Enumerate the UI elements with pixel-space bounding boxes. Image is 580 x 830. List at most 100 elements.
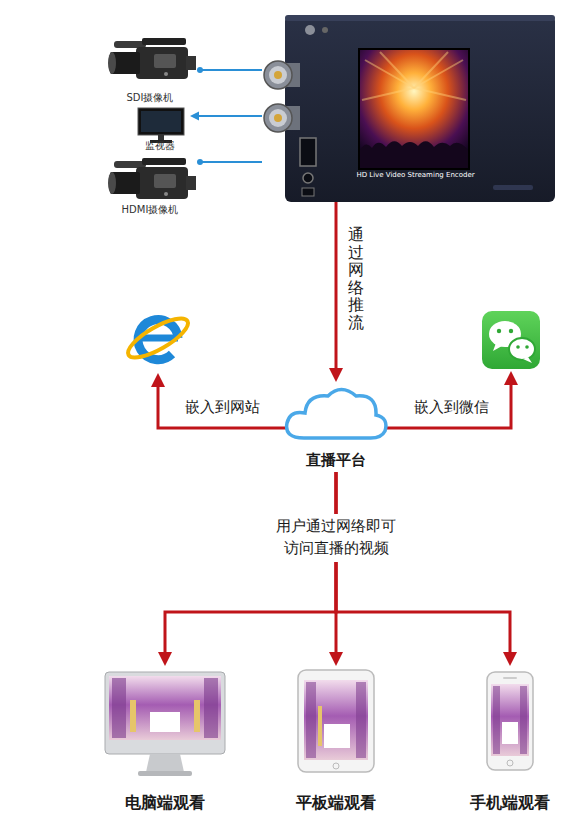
sdi-camera-icon-part	[114, 41, 146, 48]
phone-viewer: 手机端观看	[465, 666, 555, 816]
desktop-computer-part	[105, 672, 225, 754]
sdi-camera-icon-part	[136, 47, 188, 79]
cloud-shape	[280, 382, 392, 442]
tablet-part	[304, 680, 368, 760]
encoder-device-part	[302, 188, 314, 196]
computer-viewer: 电脑端观看	[98, 666, 232, 816]
embed-arrow-right-part	[380, 382, 511, 428]
hdmi-camera-icon-part	[142, 158, 186, 165]
embed-arrow-left-part	[151, 373, 165, 387]
connector-line	[336, 472, 510, 655]
tablet-part	[306, 682, 316, 758]
wechat-icon-part	[509, 338, 535, 360]
tablet-part	[333, 763, 339, 769]
mobile-phone-part	[520, 686, 527, 754]
mobile-phone-part	[493, 686, 500, 754]
wechat-icon-part	[525, 345, 529, 349]
encoder-device-part	[360, 141, 468, 168]
desktop-computer-part	[150, 712, 180, 732]
encoder-device-part	[362, 52, 466, 100]
wechat-icon-part	[516, 345, 520, 349]
connector-dot	[197, 159, 203, 165]
sdi-camera-icon-part	[164, 72, 168, 76]
bnc-connector-part	[269, 109, 287, 127]
edge-label: 通过网络推流	[348, 226, 364, 332]
node-label: 平板端观看	[296, 793, 376, 814]
mobile-phone-part	[487, 672, 533, 770]
connector-line	[200, 161, 262, 163]
monitor: 监视器	[130, 106, 190, 154]
arrow-head	[503, 652, 517, 666]
desktop-computer-part	[130, 700, 136, 732]
connector-line	[335, 202, 338, 371]
encoder-device-part-part	[414, 52, 448, 88]
wechat-icon	[482, 311, 540, 369]
desktop-computer-part	[194, 700, 200, 732]
encoder-device-part	[360, 50, 468, 168]
cloud-outline	[287, 390, 386, 439]
node-label: 电脑端观看	[125, 793, 205, 814]
node-label: 直播平台	[306, 451, 366, 470]
arrow-head	[158, 652, 172, 666]
encoder-device-part-part	[362, 88, 414, 100]
sdi-camera-icon-part	[108, 52, 116, 74]
node-label: HD Live Video Streaming Encoder	[356, 171, 474, 179]
hdmi-camera-icon-part	[164, 192, 168, 196]
node-label: 监视器	[145, 139, 175, 153]
arrow-head	[329, 652, 343, 666]
embed-arrow-right	[380, 371, 518, 428]
ie-icon	[123, 311, 193, 364]
sdi-camera-icon-part	[186, 56, 196, 70]
bnc-connector-part	[269, 66, 287, 84]
hdmi-camera-icon-part	[114, 161, 146, 168]
connector-line	[165, 472, 336, 655]
live-encoder: HD Live Video Streaming Encoder	[262, 15, 555, 202]
mobile-phone-part	[491, 684, 529, 756]
hdmi-camera: HDMI摄像机	[100, 156, 200, 218]
desktop-computer-part	[109, 676, 221, 740]
connector	[190, 112, 262, 121]
monitor-icon	[138, 108, 184, 143]
embed-arrow-left	[151, 373, 292, 428]
connector	[197, 67, 262, 73]
tablet-viewer: 平板端观看	[291, 666, 381, 816]
sdi-camera-icon-part	[154, 54, 176, 68]
monitor-icon-part	[158, 135, 164, 140]
connector	[197, 159, 262, 165]
encoder-device-part	[305, 25, 315, 35]
tablet-part	[324, 724, 350, 748]
encoder-device-part	[493, 185, 533, 190]
encoder-device-part-part	[414, 88, 466, 100]
encoder-device-part-part	[414, 60, 463, 88]
encoder-device-part	[300, 138, 316, 166]
connector-line	[200, 69, 262, 71]
mobile-phone-part	[503, 677, 517, 679]
embed-label: 嵌入到微信	[414, 398, 489, 417]
embed-arrow-left-part	[158, 384, 292, 428]
mobile-phone	[487, 672, 533, 770]
bnc-connector	[264, 104, 300, 132]
wechat-icon-part	[509, 329, 513, 333]
desktop-computer-part	[112, 678, 126, 738]
bnc-connector-part	[274, 71, 282, 79]
desktop-computer-part	[204, 678, 218, 738]
desktop-computer-part	[138, 771, 192, 776]
connector-dot	[197, 67, 203, 73]
encoder-device-part-part	[365, 60, 414, 88]
encoder-device-part	[285, 15, 555, 21]
encoder-device-part	[358, 48, 470, 170]
wechat-icon-part	[493, 343, 502, 351]
ie-icon-part	[123, 311, 193, 364]
wechat-icon-part	[523, 357, 532, 363]
hdmi-camera-icon-part	[154, 174, 176, 188]
hdmi-camera-icon-part	[186, 176, 196, 190]
connector	[336, 472, 517, 666]
connector-line	[197, 115, 262, 117]
arrow-head	[190, 112, 199, 121]
node-label: SDI摄像机	[127, 91, 174, 105]
sdi-camera-icon-part	[142, 38, 186, 45]
bnc-connector-part	[264, 104, 292, 132]
sdi-camera: SDI摄像机	[100, 34, 200, 106]
tablet-part	[318, 706, 322, 746]
tablet	[298, 670, 374, 772]
